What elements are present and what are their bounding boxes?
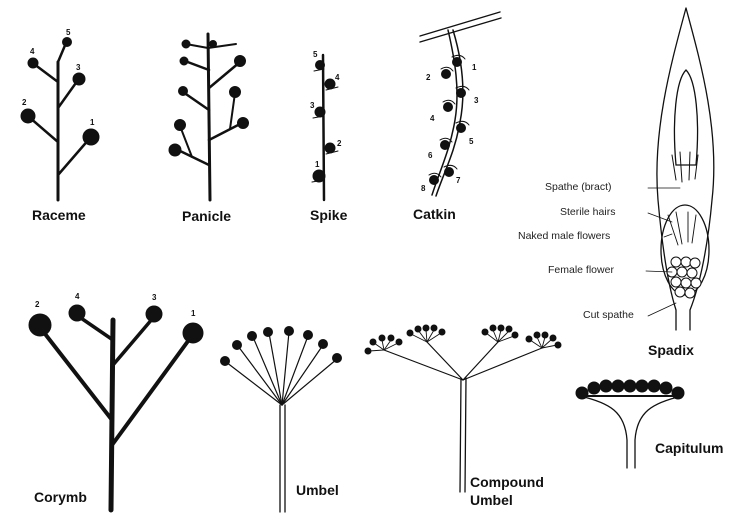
compound-umbel-label-line2: Umbel [470,492,513,508]
svg-text:4: 4 [335,73,340,82]
spadix-label: Spadix [648,342,694,358]
svg-text:2: 2 [426,73,431,82]
raceme-numbers: 1 2 3 4 5 [22,28,95,127]
compound-umbel-label-line1: Compound [470,474,544,490]
compound-umbel-figure [364,324,562,493]
sterile-hairs-label: Sterile hairs [560,206,616,218]
flower-5 [62,37,72,47]
catkin-label: Catkin [413,206,456,222]
svg-text:4: 4 [430,114,435,123]
corymb-flower-2 [28,313,52,337]
umbel-figure [220,326,342,513]
svg-text:7: 7 [456,176,461,185]
corymb-figure [28,304,204,513]
svg-text:5: 5 [66,28,71,37]
svg-text:2: 2 [337,139,342,148]
svg-text:4: 4 [75,292,80,301]
svg-text:3: 3 [310,101,315,110]
catkin-figure [419,11,502,197]
umbel-label: Umbel [296,482,339,498]
raceme-label: Raceme [32,207,86,223]
spadix-figure [645,7,715,331]
spathe-label: Spathe (bract) [545,181,612,193]
svg-text:4: 4 [30,47,35,56]
capitulum-label: Capitulum [655,440,724,456]
panicle-label: Panicle [182,208,232,224]
corymb-flower-3 [145,305,163,323]
male-flowers-label: Naked male flowers [518,230,611,242]
cut-spathe-label: Cut spathe [583,309,634,321]
capitulum-figure [575,379,685,469]
female-flower-label: Female flower [548,264,614,276]
raceme-figure [20,37,100,202]
svg-text:1: 1 [90,118,95,127]
corymb-label: Corymb [34,489,87,505]
svg-text:1: 1 [315,160,320,169]
corymb-flower-4 [68,304,86,322]
svg-text:8: 8 [421,184,426,193]
svg-text:3: 3 [474,96,479,105]
svg-text:1: 1 [191,309,196,318]
svg-text:6: 6 [428,151,433,160]
flower-4 [27,57,39,69]
spike-figure [311,53,339,202]
svg-text:1: 1 [472,63,477,72]
flower-3 [72,72,86,86]
panicle-figure [168,32,249,202]
female-flower-cluster [666,256,702,299]
svg-text:2: 2 [35,300,40,309]
svg-text:3: 3 [152,293,157,302]
svg-text:2: 2 [22,98,27,107]
flower-1 [82,128,100,146]
svg-text:3: 3 [76,63,81,72]
svg-text:5: 5 [313,50,318,59]
spike-label: Spike [310,207,348,223]
svg-text:5: 5 [469,137,474,146]
flower-2 [20,108,36,124]
corymb-flower-1 [182,322,204,344]
